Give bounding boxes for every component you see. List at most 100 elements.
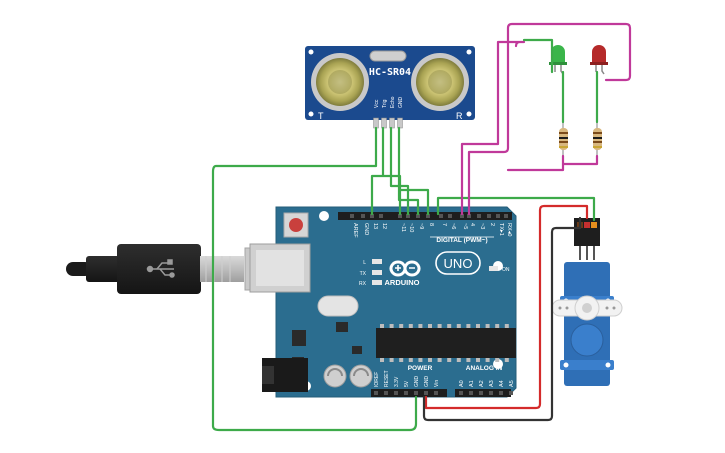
header-pin[interactable] bbox=[496, 214, 500, 218]
red-led[interactable] bbox=[590, 45, 608, 75]
header-pin[interactable] bbox=[370, 214, 374, 218]
header-pin[interactable] bbox=[469, 391, 473, 395]
analog-pin-label: A4 bbox=[499, 380, 505, 387]
wire-gnd-gnd bbox=[397, 126, 430, 216]
sensor-pin[interactable] bbox=[389, 117, 395, 129]
wire-servo-signal bbox=[436, 196, 596, 222]
header-pin[interactable] bbox=[384, 391, 388, 395]
transmitter-mark: T bbox=[318, 111, 324, 121]
mounting-hole bbox=[319, 211, 329, 221]
smd-chip bbox=[336, 322, 348, 332]
sensor-pin[interactable] bbox=[373, 117, 379, 129]
servo-motor[interactable] bbox=[551, 218, 623, 386]
wire-resistors-ground bbox=[506, 154, 599, 172]
digital-header bbox=[338, 212, 512, 220]
digital-pin-label: 2 bbox=[489, 223, 495, 226]
smd-chip bbox=[352, 346, 362, 354]
header-pin[interactable] bbox=[499, 391, 503, 395]
on-led-label: ON bbox=[502, 267, 510, 273]
header-pin[interactable] bbox=[424, 391, 428, 395]
digital-pin-label: 7 bbox=[441, 223, 447, 226]
header-pin[interactable] bbox=[350, 214, 354, 218]
header-pin[interactable] bbox=[426, 214, 430, 218]
power-header bbox=[371, 389, 447, 397]
header-pin[interactable] bbox=[459, 391, 463, 395]
resistor-red-led[interactable] bbox=[593, 122, 602, 156]
sensor-pin-label: GND bbox=[398, 97, 404, 109]
header-pin[interactable] bbox=[404, 391, 408, 395]
digital-pin-label: 4 bbox=[469, 223, 475, 226]
header-pin[interactable] bbox=[487, 214, 491, 218]
led-label-tx: TX bbox=[360, 271, 367, 277]
capacitor bbox=[349, 364, 373, 388]
header-pin[interactable] bbox=[394, 391, 398, 395]
wire-vcc-5v bbox=[211, 126, 418, 432]
header-pin[interactable] bbox=[467, 214, 471, 218]
analog-pin-label: A3 bbox=[489, 380, 495, 387]
header-pin[interactable] bbox=[504, 214, 508, 218]
power-pin-label: GND bbox=[414, 376, 420, 388]
power-pin-label: 5V bbox=[404, 380, 410, 387]
sensor-model-label: HC-SR04 bbox=[369, 67, 411, 78]
digital-pin-label: 8 bbox=[428, 223, 434, 226]
analog-pin-label: A1 bbox=[469, 380, 475, 387]
header-pin[interactable] bbox=[477, 214, 481, 218]
header-pin[interactable] bbox=[414, 391, 418, 395]
sensor-pin-label: Trig bbox=[382, 99, 388, 108]
header-pin[interactable] bbox=[489, 391, 493, 395]
brand-text: ARDUINO bbox=[385, 278, 420, 287]
header-pin[interactable] bbox=[434, 391, 438, 395]
sensor-pin[interactable] bbox=[381, 117, 387, 129]
wire-servo-power bbox=[424, 204, 589, 410]
sensor-pin[interactable] bbox=[397, 117, 403, 129]
analog-pin-label: A5 bbox=[509, 380, 515, 387]
wire-pin4-red-led bbox=[467, 22, 632, 216]
header-pin[interactable] bbox=[439, 214, 443, 218]
header-pin[interactable] bbox=[509, 391, 513, 395]
digital-pin-label: 12 bbox=[381, 223, 387, 229]
dc-power-jack bbox=[262, 358, 308, 392]
led-label-l: L bbox=[363, 260, 366, 266]
digital-pin-label: ~3 bbox=[479, 223, 485, 229]
header-pin[interactable] bbox=[460, 214, 464, 218]
voltage-regulator bbox=[292, 330, 306, 346]
digital-pin-label: GND bbox=[363, 223, 369, 235]
header-pin[interactable] bbox=[374, 391, 378, 395]
header-pin[interactable] bbox=[379, 214, 383, 218]
wire-servo-ground bbox=[422, 216, 582, 422]
wire-green-led-resistor bbox=[522, 38, 565, 124]
power-pin-label: 3.3V bbox=[394, 376, 400, 387]
digital-pin-label: ~9 bbox=[418, 223, 424, 229]
digital-pin-label: ~5 bbox=[462, 223, 468, 229]
header-pin[interactable] bbox=[361, 214, 365, 218]
digital-pin-label: RX◂0 bbox=[506, 223, 512, 236]
receiver-transducer bbox=[411, 53, 469, 111]
digital-title: DIGITAL (PWM~) bbox=[436, 237, 487, 244]
resistor-green-led[interactable] bbox=[559, 122, 568, 156]
capacitor bbox=[323, 364, 347, 388]
digital-pin-label: ~10 bbox=[408, 223, 414, 232]
header-pin[interactable] bbox=[398, 214, 402, 218]
sensor-crystal bbox=[369, 50, 407, 62]
onboard-leds: L TX RX ON bbox=[359, 259, 510, 287]
analog-pin-label: A0 bbox=[459, 380, 465, 387]
usb-port bbox=[249, 243, 311, 293]
transmitter-transducer bbox=[311, 53, 369, 111]
header-pin[interactable] bbox=[406, 214, 410, 218]
header-pin[interactable] bbox=[448, 214, 452, 218]
digital-pin-label: TX▸1 bbox=[498, 223, 504, 236]
reset-button[interactable] bbox=[283, 212, 309, 238]
crystal bbox=[317, 295, 359, 317]
sensor-pin-label: Echo bbox=[390, 96, 396, 108]
digital-pin-label: 13 bbox=[372, 223, 378, 229]
header-pin[interactable] bbox=[479, 391, 483, 395]
power-pin-label: RESET bbox=[384, 370, 390, 387]
power-pin-label: GND bbox=[424, 376, 430, 388]
header-pin[interactable] bbox=[416, 214, 420, 218]
arduino-logo: ARDUINO UNO bbox=[385, 251, 481, 287]
analog-pin-label: A2 bbox=[479, 380, 485, 387]
wire-pin5-green-led bbox=[460, 40, 526, 216]
